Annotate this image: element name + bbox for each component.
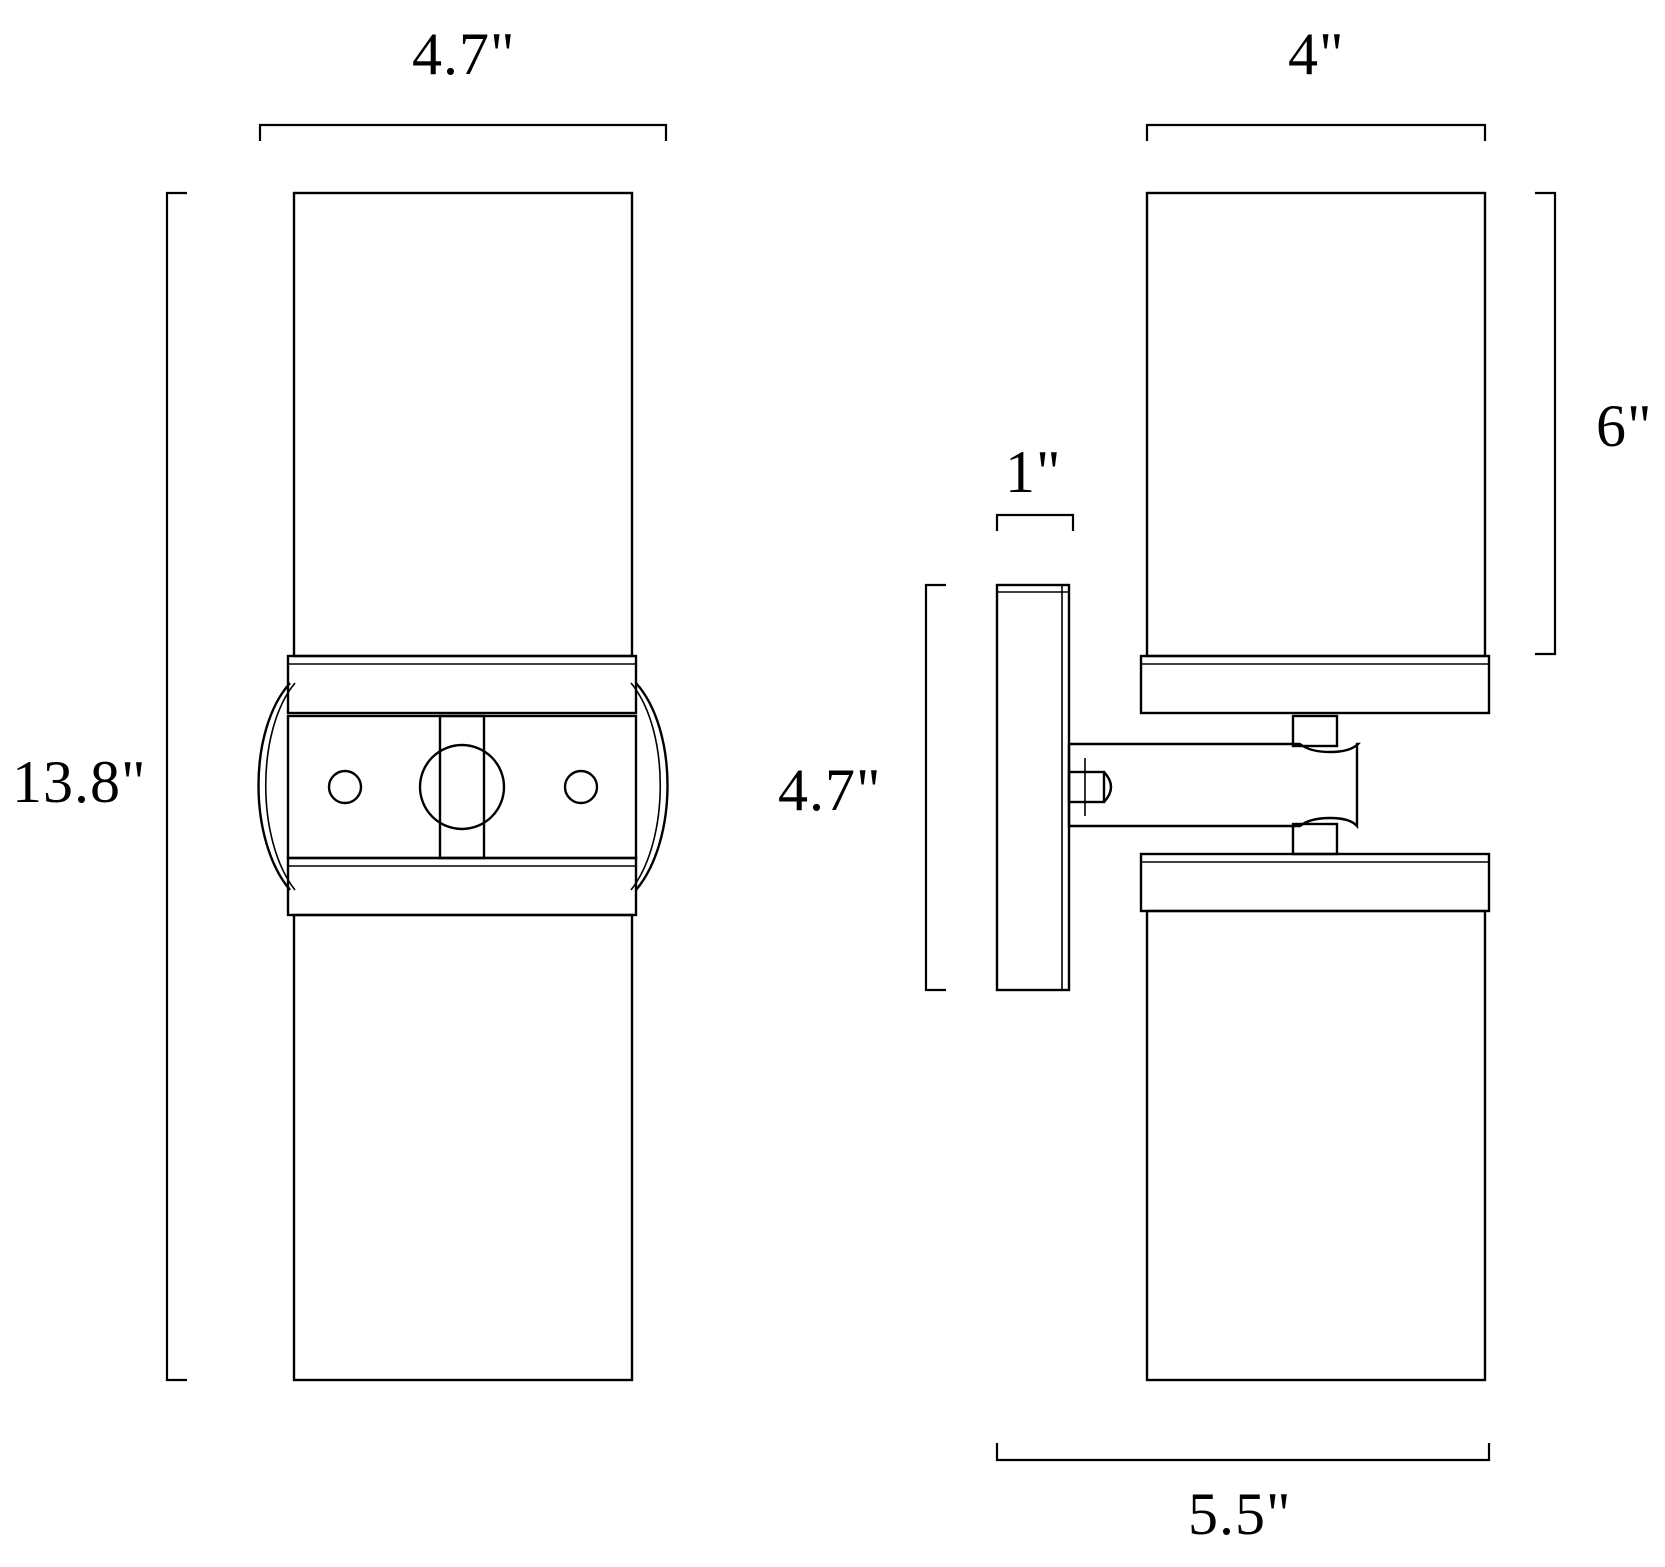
- front-stem: [438, 714, 486, 860]
- side-shade-width-label: 4": [1288, 21, 1345, 87]
- front-screw-left: [327, 769, 363, 805]
- side-top-shade: [1145, 191, 1487, 658]
- side-backplate: [995, 583, 1071, 992]
- front-height-label: 13.8": [12, 749, 147, 815]
- side-shade-height-dimension-line: [1535, 191, 1557, 656]
- front-bottom-shade: [292, 913, 634, 1382]
- side-backplate-depth-label: 1": [1005, 439, 1062, 505]
- side-backplate-height-label: 4.7": [778, 757, 882, 823]
- front-width-dimension-line: [258, 123, 668, 141]
- front-center-knob: [418, 743, 506, 831]
- side-upper-stem: [1291, 714, 1339, 748]
- side-shade-width-dimension-line: [1145, 123, 1487, 141]
- front-screw-right: [563, 769, 599, 805]
- side-backplate-height-dimension-line: [924, 583, 946, 992]
- side-backplate-depth-dimension-line: [995, 513, 1075, 531]
- side-arm-nut: [1067, 770, 1106, 804]
- front-view: [165, 123, 669, 1382]
- side-lower-stem: [1291, 822, 1339, 856]
- front-backplate: [257, 682, 291, 891]
- front-height-dimension-line: [165, 191, 187, 1382]
- side-bottom-shade: [1145, 909, 1487, 1382]
- front-width-label: 4.7": [412, 21, 516, 87]
- side-top-collar: [1139, 654, 1491, 715]
- front-top-collar: [286, 654, 638, 715]
- side-projection-label: 5.5": [1188, 1481, 1292, 1547]
- side-arm: [1067, 742, 1361, 830]
- side-shade-height-label: 6": [1596, 393, 1653, 459]
- front-top-shade: [292, 191, 634, 658]
- side-projection-dimension-line: [995, 1443, 1491, 1462]
- side-view: [924, 123, 1557, 1462]
